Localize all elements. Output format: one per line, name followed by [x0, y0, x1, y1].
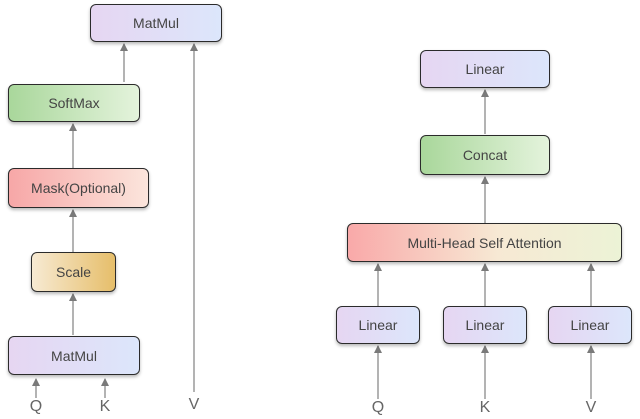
matmul-top-box: MatMul	[90, 4, 222, 42]
linear-q-box: Linear	[336, 306, 420, 344]
input-label-q-right: Q	[371, 399, 385, 416]
scale-box: Scale	[31, 252, 116, 292]
input-label-k-right: K	[479, 399, 491, 416]
matmul-bottom-box: MatMul	[8, 336, 140, 375]
input-label-v-right: V	[585, 399, 597, 416]
mask-optional-box: Mask(Optional)	[8, 168, 149, 208]
input-label-k-left: K	[99, 398, 111, 415]
linear-k-box: Linear	[443, 306, 527, 344]
linear-v-box: Linear	[548, 306, 632, 344]
input-label-q-left: Q	[29, 398, 43, 415]
softmax-box: SoftMax	[8, 84, 140, 122]
multi-head-self-attention-box: Multi-Head Self Attention	[347, 223, 622, 262]
concat-box: Concat	[420, 135, 550, 175]
linear-output-box: Linear	[420, 50, 550, 88]
input-label-v-left: V	[188, 396, 200, 413]
